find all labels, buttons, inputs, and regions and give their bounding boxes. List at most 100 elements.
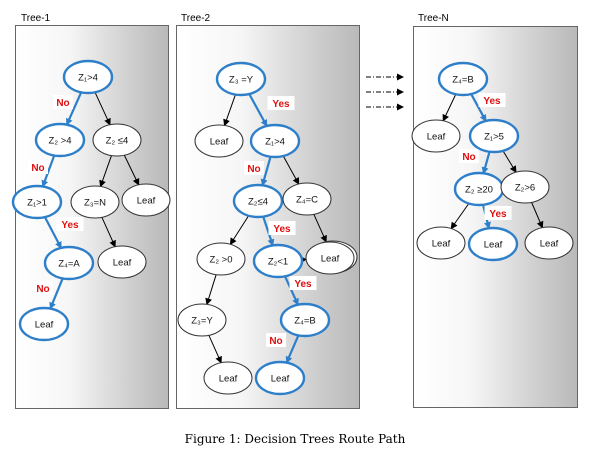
edge-label-bg xyxy=(268,221,296,235)
edge-label-no: No xyxy=(269,336,282,347)
edge-tnn1-tnn3 xyxy=(470,93,487,122)
node-label: Z₂<1 xyxy=(268,257,288,268)
edge-label-bg xyxy=(266,333,286,347)
edge-label-bg xyxy=(267,96,295,110)
edge-label-bg xyxy=(28,160,48,174)
edge-label-bg xyxy=(56,217,84,231)
edge-t1n3-t1n5 xyxy=(99,155,112,188)
edge-t2n3-t2n5 xyxy=(282,155,300,185)
node-label: Leaf xyxy=(427,132,446,143)
edge-label-bg xyxy=(484,206,512,220)
edge-label-no: No xyxy=(31,163,44,174)
edge-label-bg xyxy=(33,281,53,295)
tree-node-on-path xyxy=(279,302,331,338)
tree-node-on-path xyxy=(437,61,489,97)
node-label: Leaf xyxy=(432,239,451,250)
edge-t1n3-t1n6 xyxy=(123,155,140,186)
edge-t2n7-t2n10 xyxy=(205,274,217,306)
edge-t2n4-t2n8 xyxy=(262,216,275,247)
edge-t2n4-t2n7 xyxy=(229,215,250,246)
node-label: Leaf xyxy=(219,374,238,385)
edge-t2n11-t2n13 xyxy=(285,334,300,364)
tree-node xyxy=(177,303,227,337)
tree-node-on-path xyxy=(252,243,304,279)
node-label: Leaf xyxy=(540,239,559,250)
edge-t1n1-t1n2 xyxy=(65,91,83,126)
tree-node-on-path xyxy=(62,59,114,95)
tree-node-on-path xyxy=(249,123,301,159)
edge-label-yes: Yes xyxy=(483,96,501,107)
edge-label-bg xyxy=(289,276,317,290)
tree-node xyxy=(500,170,550,204)
tree-node xyxy=(305,241,355,275)
node-label: Z₄=A xyxy=(58,259,80,270)
edge-t2n8-t2n11 xyxy=(284,275,299,306)
node-label: Z₂ ≥20 xyxy=(465,185,493,196)
edge-label-no: No xyxy=(56,98,69,109)
tree-node-on-path xyxy=(18,306,70,342)
node-label: Leaf xyxy=(35,320,54,331)
tree-2-title: Tree-2 xyxy=(181,13,211,24)
tree-node xyxy=(121,183,171,217)
tree-node-on-path xyxy=(43,245,95,281)
edge-tnn3-tnn5 xyxy=(502,150,517,174)
node-label: Leaf xyxy=(137,196,156,207)
tree-node xyxy=(411,119,461,153)
edge-label-bg xyxy=(459,149,479,163)
edge-tnn3-tnn4 xyxy=(481,151,491,175)
edge-t2n10-t2n12 xyxy=(208,335,222,364)
edge-tnn4-tnn6 xyxy=(450,203,470,230)
tree-1-title: Tree-1 xyxy=(21,13,51,24)
edge-label-yes: Yes xyxy=(273,224,291,235)
node-label: Z₄=C xyxy=(296,195,318,206)
node-label: Z₂ ≤4 xyxy=(106,136,129,147)
tree-node xyxy=(203,361,253,395)
edge-t2n1-t2n2 xyxy=(223,94,236,127)
edge-label-yes: Yes xyxy=(294,279,312,290)
node-label: Z₁>5 xyxy=(484,132,504,143)
tree-node-on-path xyxy=(467,226,519,262)
edge-tnn1-tnn2 xyxy=(442,94,457,122)
tree-node xyxy=(92,123,142,157)
node-label: Z₃=Y xyxy=(191,316,213,327)
node-label: Z₁>4 xyxy=(78,73,98,84)
node-label: Leaf xyxy=(321,254,340,265)
node-label: Z₂≤4 xyxy=(248,197,268,208)
node-label: Leaf xyxy=(210,137,229,148)
node-label: Z₄=B xyxy=(452,75,474,86)
edge-label-no: No xyxy=(36,284,49,295)
edge-t1n7-t1n9 xyxy=(49,278,64,310)
tree-node-on-path xyxy=(468,118,520,154)
edge-t2n1-t2n3 xyxy=(248,93,268,127)
node-label: Z₄=B xyxy=(294,316,316,327)
edge-label-yes: Yes xyxy=(489,209,507,220)
node-label: Leaf xyxy=(484,240,503,251)
tree-node xyxy=(524,226,574,260)
node-label: Z₃ =Y xyxy=(229,75,254,86)
edge-t1n1-t1n3 xyxy=(94,92,111,126)
tree-node-on-path xyxy=(254,360,306,396)
edge-label-bg xyxy=(478,93,506,107)
tree-node xyxy=(416,226,466,260)
figure-caption: Figure 1: Decision Trees Route Path xyxy=(184,432,406,446)
tree-node-on-path xyxy=(11,184,63,220)
node-label: Leaf xyxy=(271,374,290,385)
node-label: Z₂ >4 xyxy=(49,136,72,147)
edge-label-yes: Yes xyxy=(272,99,290,110)
edge-t1n5-t1n8 xyxy=(101,217,116,248)
node-label: Z₁>1 xyxy=(27,198,47,209)
node-label: Z₃=N xyxy=(84,198,106,209)
tree-node xyxy=(282,182,332,216)
tree-n-title: Tree-N xyxy=(418,13,449,24)
tree-node-on-path xyxy=(232,183,284,219)
edge-label-bg xyxy=(53,95,73,109)
tree-node xyxy=(194,124,244,158)
tree-node xyxy=(196,242,246,276)
tree-node-on-path xyxy=(34,122,86,158)
edge-label-bg xyxy=(244,161,264,175)
edge-t2n5-t2n6 xyxy=(313,214,327,243)
tree-node xyxy=(97,245,147,279)
edge-t1n4-t1n7 xyxy=(43,216,63,249)
edge-label-no: No xyxy=(462,152,475,163)
